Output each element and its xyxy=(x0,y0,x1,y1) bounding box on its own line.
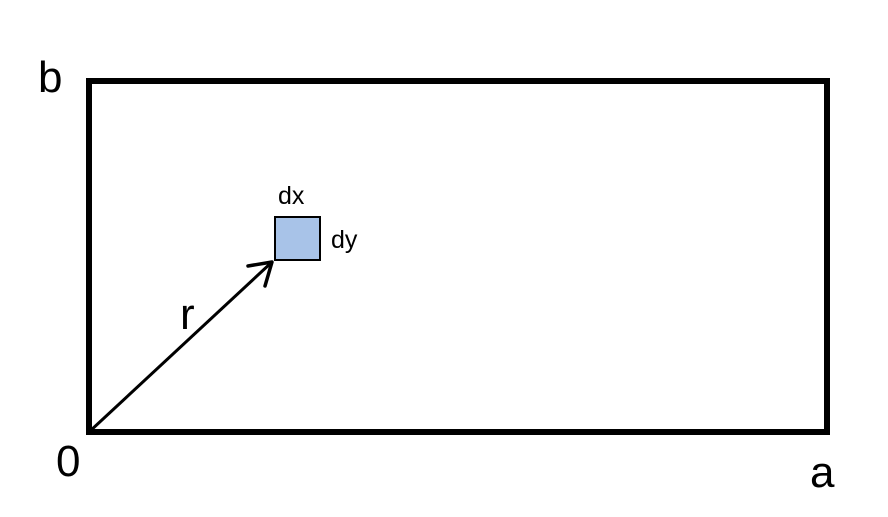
corner-b-label: b xyxy=(38,53,62,102)
area-element xyxy=(274,216,321,261)
vector-r-label: r xyxy=(180,290,195,339)
region-rectangle xyxy=(86,78,830,435)
position-vector-arrowhead xyxy=(246,260,274,288)
origin-label: 0 xyxy=(56,437,80,486)
dy-label: dy xyxy=(331,226,358,254)
corner-a-label: a xyxy=(810,448,835,497)
dx-label: dx xyxy=(278,182,305,210)
position-vector-line xyxy=(87,260,274,434)
